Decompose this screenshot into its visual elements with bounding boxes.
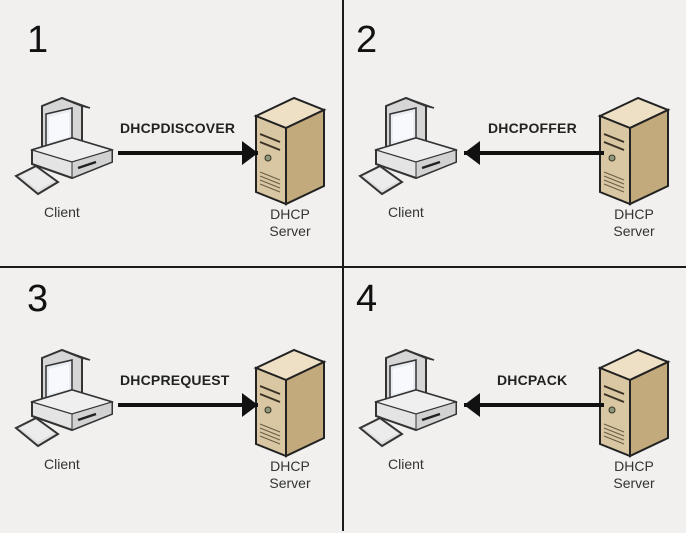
server-label-line1: DHCP: [614, 206, 654, 222]
message-arrow: [118, 393, 258, 417]
client-label: Client: [44, 204, 80, 220]
step-number: 2: [356, 19, 378, 61]
client-label: Client: [388, 204, 424, 220]
dhcp-server-icon: [597, 348, 671, 458]
dhcp-message-label: DHCPACK: [497, 372, 568, 388]
server-label-line2: Server: [613, 223, 655, 239]
step-panel-2: 2: [344, 0, 686, 265]
server-label-line2: Server: [613, 475, 655, 491]
horizontal-divider: [0, 266, 686, 268]
client-label: Client: [44, 456, 80, 472]
step-panel-4: 4: [344, 268, 686, 533]
server-label-line1: DHCP: [270, 206, 310, 222]
client-computer-icon: [358, 348, 459, 448]
server-label-line1: DHCP: [614, 458, 654, 474]
server-label-line2: Server: [269, 223, 311, 239]
message-arrow: [464, 393, 604, 417]
dhcp-server-icon: [597, 96, 671, 206]
client-computer-icon: [14, 96, 115, 196]
server-label-line1: DHCP: [270, 458, 310, 474]
client-computer-icon: [358, 96, 459, 196]
dhcp-message-label: DHCPOFFER: [488, 120, 577, 136]
step-panel-1: 1: [0, 0, 343, 265]
step-number: 4: [356, 278, 378, 320]
dhcp-server-icon: [253, 348, 327, 458]
server-label: DHCP Server: [262, 458, 318, 492]
dhcp-message-label: DHCPDISCOVER: [120, 120, 236, 136]
step-panel-3: 3: [0, 268, 343, 533]
client-label: Client: [388, 456, 424, 472]
dhcp-server-icon: [253, 96, 327, 206]
server-label: DHCP Server: [606, 458, 662, 492]
step-number: 1: [27, 19, 49, 61]
dhcp-message-label: DHCPREQUEST: [120, 372, 230, 388]
server-label: DHCP Server: [262, 206, 318, 240]
server-label-line2: Server: [269, 475, 311, 491]
client-computer-icon: [14, 348, 115, 448]
message-arrow: [118, 141, 258, 165]
message-arrow: [464, 141, 604, 165]
vertical-divider: [342, 0, 344, 531]
server-label: DHCP Server: [606, 206, 662, 240]
step-number: 3: [27, 278, 49, 320]
